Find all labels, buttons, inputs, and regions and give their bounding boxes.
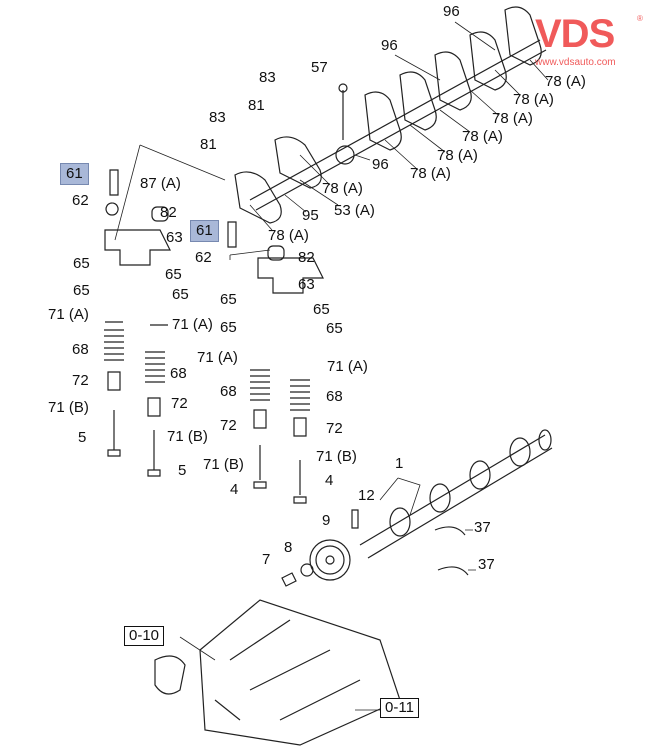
part-label: 65	[172, 286, 189, 303]
part-label: 78 (A)	[462, 128, 503, 145]
part-label: 71 (B)	[167, 428, 208, 445]
part-label: 82	[160, 204, 177, 221]
part-label: 37	[478, 556, 495, 573]
part-label: 96	[443, 3, 460, 20]
part-label: 78 (A)	[322, 180, 363, 197]
highlighted-part-61[interactable]: 61	[190, 220, 219, 242]
part-label: 71 (A)	[48, 306, 89, 323]
part-label: 5	[178, 462, 187, 479]
part-label: 9	[322, 512, 331, 529]
part-label: 53 (A)	[334, 202, 375, 219]
valve-assembly-left	[104, 169, 171, 477]
part-label: 4	[230, 481, 239, 498]
valve-assembly-right	[227, 221, 324, 504]
part-label: 78 (A)	[437, 147, 478, 164]
part-label: 68	[326, 388, 343, 405]
part-label: 4	[325, 472, 334, 489]
part-label: 62	[195, 249, 212, 266]
part-label: 65	[313, 301, 330, 318]
camshaft	[359, 429, 553, 559]
part-label: 71 (B)	[48, 399, 89, 416]
part-label: 65	[220, 319, 237, 336]
part-label: 62	[72, 192, 89, 209]
part-label: 82	[298, 249, 315, 266]
reference-0-10[interactable]: 0-10	[124, 626, 165, 646]
part-label: 78 (A)	[492, 110, 533, 127]
part-label: 63	[166, 229, 183, 246]
part-label: 12	[358, 487, 375, 504]
part-label: 65	[165, 266, 182, 283]
part-label: 65	[220, 291, 237, 308]
part-label: 78 (A)	[268, 227, 309, 244]
part-label: 72	[220, 417, 237, 434]
part-label: 72	[326, 420, 343, 437]
part-label: 83	[259, 69, 276, 86]
part-label: 81	[248, 97, 265, 114]
part-label: 71 (A)	[327, 358, 368, 375]
part-label: 71 (B)	[203, 456, 244, 473]
logo-url: www.vdsauto.com	[535, 57, 616, 68]
part-label: 5	[78, 429, 87, 446]
part-label: 78 (A)	[410, 165, 451, 182]
part-label: 96	[372, 156, 389, 173]
vds-logo: VDS ® www.vdsauto.com	[535, 14, 647, 72]
part-label: 63	[298, 276, 315, 293]
rocker-shaft	[249, 39, 547, 211]
highlighted-part-61[interactable]: 61	[60, 163, 89, 185]
part-label: 65	[73, 255, 90, 272]
part-label: 71 (B)	[316, 448, 357, 465]
logo-brand: VDS	[535, 12, 615, 56]
part-label: 68	[72, 341, 89, 358]
part-label: 78 (A)	[545, 73, 586, 90]
part-label: 71 (A)	[197, 349, 238, 366]
part-label: 1	[395, 455, 404, 472]
logo-reg: ®	[637, 14, 643, 23]
part-label: 95	[302, 207, 319, 224]
part-label: 72	[171, 395, 188, 412]
part-label: 37	[474, 519, 491, 536]
part-label: 57	[311, 59, 328, 76]
reference-0-11[interactable]: 0-11	[380, 698, 419, 718]
cam-gear	[309, 539, 351, 581]
part-label: 68	[220, 383, 237, 400]
part-label: 7	[262, 551, 271, 568]
part-label: 96	[381, 37, 398, 54]
part-label: 8	[284, 539, 293, 556]
part-label: 71 (A)	[172, 316, 213, 333]
part-label: 78 (A)	[513, 91, 554, 108]
part-label: 87 (A)	[140, 175, 181, 192]
part-label: 65	[73, 282, 90, 299]
part-label: 72	[72, 372, 89, 389]
part-label: 68	[170, 365, 187, 382]
part-label: 65	[326, 320, 343, 337]
part-label: 81	[200, 136, 217, 153]
cylinder-head	[154, 599, 401, 746]
part-label: 83	[209, 109, 226, 126]
